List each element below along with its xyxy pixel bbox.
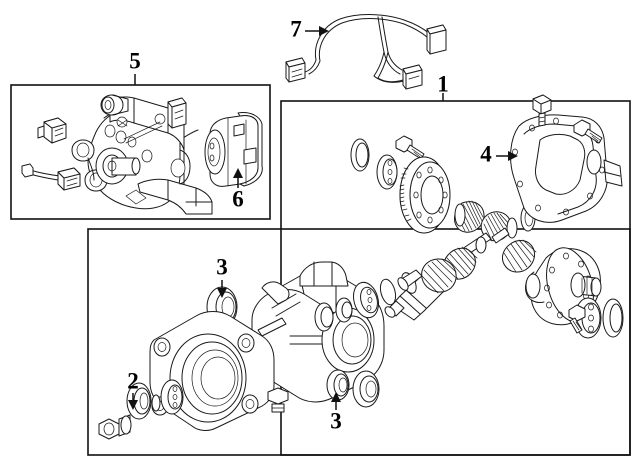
panel-coupling-unit <box>10 84 271 220</box>
axle-bearing <box>160 379 184 415</box>
panel-lower-housing <box>87 228 631 456</box>
axle-end-nut <box>98 414 132 440</box>
callout-3-lower-number: 3 <box>330 408 342 433</box>
callout-4-number: 4 <box>480 141 492 166</box>
pinion-bearing-front <box>376 154 398 190</box>
coupling-housing <box>71 94 213 215</box>
coupling-output-shaft <box>95 147 141 185</box>
harness-connector-left <box>285 57 306 83</box>
lower-side-bearing <box>352 370 380 408</box>
harness-connector-mid <box>402 64 423 90</box>
drain-plug <box>267 387 289 413</box>
callout-4: 4 <box>480 141 518 166</box>
breather-fitting <box>532 94 552 127</box>
callout-5: 5 <box>129 48 141 85</box>
callout-4-arrowhead <box>508 151 518 161</box>
callout-layer: 5 1 7 6 4 3 <box>127 16 518 433</box>
callout-3-upper: 3 <box>216 254 228 298</box>
coupling-boss-upper-left <box>100 94 129 116</box>
side-gear-left <box>454 200 485 233</box>
pinion-seal-ring <box>350 138 370 172</box>
callout-1: 1 <box>437 71 449 101</box>
callout-2: 2 <box>127 368 139 410</box>
coupling-post-upper-right <box>167 97 187 129</box>
ring-gear-teeth <box>399 167 412 222</box>
right-bearing-stack <box>314 269 423 332</box>
coupling-bolt-detail <box>104 113 166 163</box>
case-side-seal <box>602 298 624 338</box>
side-thrust-washer <box>475 236 487 254</box>
panel-boxes <box>10 84 631 456</box>
callout-7-number: 7 <box>290 16 302 41</box>
flange-bolt-c <box>573 119 603 144</box>
harness-connector-upper-right <box>426 24 447 55</box>
callout-7: 7 <box>290 16 329 41</box>
carrier-housing <box>149 261 385 431</box>
connector-plug-a <box>37 117 67 144</box>
right-bearing-large <box>353 281 379 319</box>
coupling-right-face <box>125 149 191 205</box>
differential-internals <box>330 94 624 339</box>
callout-3-lower-arrowhead <box>331 392 341 402</box>
coupling-unit-assembly <box>21 94 263 215</box>
connector-plug-b <box>21 163 81 191</box>
pinion-shaft <box>384 258 457 321</box>
callout-3-upper-number: 3 <box>216 254 228 279</box>
flange-bolt-b <box>568 304 586 334</box>
callout-3-lower: 3 <box>330 392 342 433</box>
pinion-mate-gear-lower <box>501 239 537 273</box>
axle-washer <box>151 394 161 412</box>
differential-case <box>525 247 602 326</box>
callout-6-number: 6 <box>232 186 244 211</box>
differential-carrier-cover <box>510 114 623 223</box>
wire-harness <box>285 14 447 90</box>
differential-case-hub <box>570 272 602 298</box>
callout-2-number: 2 <box>127 368 139 393</box>
carrier-housing-assembly <box>98 261 423 440</box>
lower-side-bearing-seal <box>326 369 350 401</box>
flange-bolt-a <box>395 135 425 160</box>
callout-6-arrowhead <box>233 168 243 178</box>
callout-5-number: 5 <box>129 48 141 73</box>
callout-3-upper-arrowhead <box>217 288 227 298</box>
callout-6: 6 <box>232 168 244 211</box>
axle-seal-ring <box>126 382 152 420</box>
ring-gear-bolt-holes <box>413 166 448 224</box>
ring-gear <box>399 156 451 234</box>
callout-1-number: 1 <box>437 71 449 96</box>
coupling-actuator <box>204 112 263 187</box>
callout-2-arrowhead <box>128 400 138 410</box>
callout-7-arrowhead <box>319 26 329 36</box>
coupling-mount-arms <box>71 139 108 192</box>
right-spacer-c <box>379 278 397 306</box>
